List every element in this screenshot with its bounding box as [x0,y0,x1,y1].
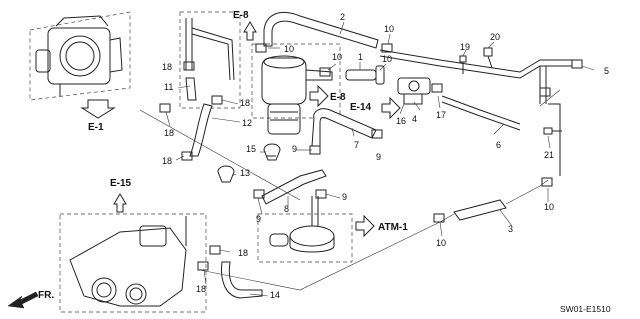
bolt-20 [483,47,493,69]
callout-10: 10 [332,52,342,62]
valve-assembly [251,43,341,135]
bolt-19 [459,55,467,74]
callout-18: 18 [240,98,250,108]
ref-e8-mid: E-8 [330,92,346,103]
callout-9: 9 [376,152,381,162]
ref-e1: E-1 [88,122,104,133]
pipe-6-upper [379,49,572,73]
ref-e14: E-14 [350,102,372,113]
callout-18: 18 [238,248,248,258]
callout-18: 18 [196,284,206,294]
ref-arrow-e8-mid: E-8 [309,84,346,108]
hose-2 [263,12,379,49]
pipe-right-vertical [548,103,561,176]
fitting-1 [345,65,385,85]
callout-18: 18 [164,128,174,138]
direction-label: FR. [38,290,54,301]
callout-21: 21 [544,150,554,160]
callout-16: 16 [396,116,406,126]
callout-11: 11 [164,82,173,92]
callout-13: 13 [240,168,250,178]
callout-3: 3 [508,224,513,234]
ref-arrow-e8-top: E-8 [233,10,257,41]
callout-15: 15 [246,144,256,154]
callout-19: 19 [460,42,470,52]
atm-component [257,196,353,263]
callout-20: 20 [490,32,500,42]
hose-12 [189,103,213,157]
callout-10: 10 [284,44,294,54]
callout-7: 7 [354,140,359,150]
callout-14: 14 [270,290,280,300]
hose-7 [311,108,377,147]
pipe-6-lower [441,95,521,131]
callout-9: 9 [292,144,297,154]
throttle-body [29,11,131,101]
ref-e8-top: E-8 [233,10,249,21]
leader-lines [165,21,595,297]
diagram-code: SW01-E1510 [560,304,611,314]
pipe-11 [179,11,241,109]
callout-18: 18 [162,62,172,72]
callout-4: 4 [412,114,417,124]
water-outlet [59,213,207,313]
callout-9: 9 [256,214,261,224]
callout-2: 2 [340,12,345,22]
callout-9: 9 [342,192,347,202]
callout-18: 18 [162,156,172,166]
hose-3 [453,199,507,221]
callout-numbers: 2 10 10 10 1 10 19 20 5 4 16 17 6 21 7 9… [162,12,609,300]
callout-10: 10 [544,202,554,212]
callout-8: 8 [284,204,289,214]
ref-atm1: ATM-1 [378,222,408,233]
callout-10: 10 [436,238,446,248]
callout-10: 10 [384,24,394,34]
hose-14 [221,261,263,299]
ref-arrow-e1: E-1 [80,99,116,133]
clamp-15 [263,143,281,161]
callout-5: 5 [604,66,609,76]
front-direction-arrow: FR. [7,290,54,309]
ref-arrow-atm1: ATM-1 [355,214,408,238]
ref-arrow-e14: E-14 [350,96,401,120]
callout-6: 6 [496,140,501,150]
callout-1: 1 [358,52,363,62]
ref-e15: E-15 [110,178,132,189]
clamp-markers [159,43,583,271]
clamp-13 [217,165,235,183]
callout-17: 17 [436,110,446,120]
hose-8 [261,169,327,205]
callout-12: 12 [242,118,252,128]
valve-4 [397,77,443,105]
callout-10: 10 [382,54,392,64]
bolt-21 [543,127,562,135]
ref-arrow-e15: E-15 [110,178,132,213]
